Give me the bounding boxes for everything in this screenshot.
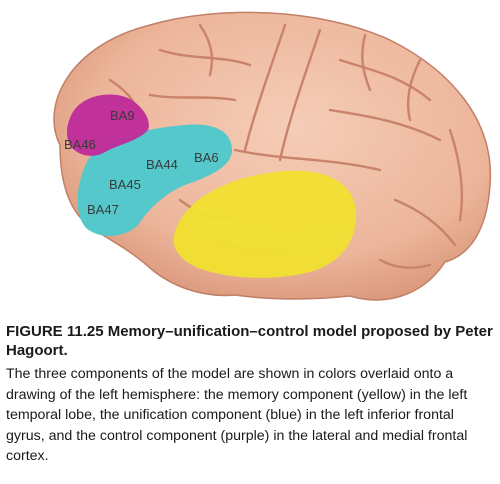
brain-illustration: BA9 BA46 BA44 BA6 BA45 BA47 [53, 11, 492, 301]
figure-caption: FIGURE 11.25 Memory–unification–control … [6, 322, 496, 467]
memory-component-region [173, 170, 356, 278]
ba6-label: BA6 [194, 150, 219, 165]
unification-component-region [77, 124, 232, 236]
control-component-region [66, 94, 149, 156]
caption-body: The three components of the model are sh… [6, 366, 468, 464]
ba46-label: BA46 [64, 137, 96, 152]
ba44-label: BA44 [146, 157, 178, 172]
caption-title: FIGURE 11.25 Memory–unification–control … [6, 323, 493, 359]
ba45-label: BA45 [109, 177, 141, 192]
ba9-label: BA9 [110, 108, 135, 123]
ba47-label: BA47 [87, 202, 119, 217]
